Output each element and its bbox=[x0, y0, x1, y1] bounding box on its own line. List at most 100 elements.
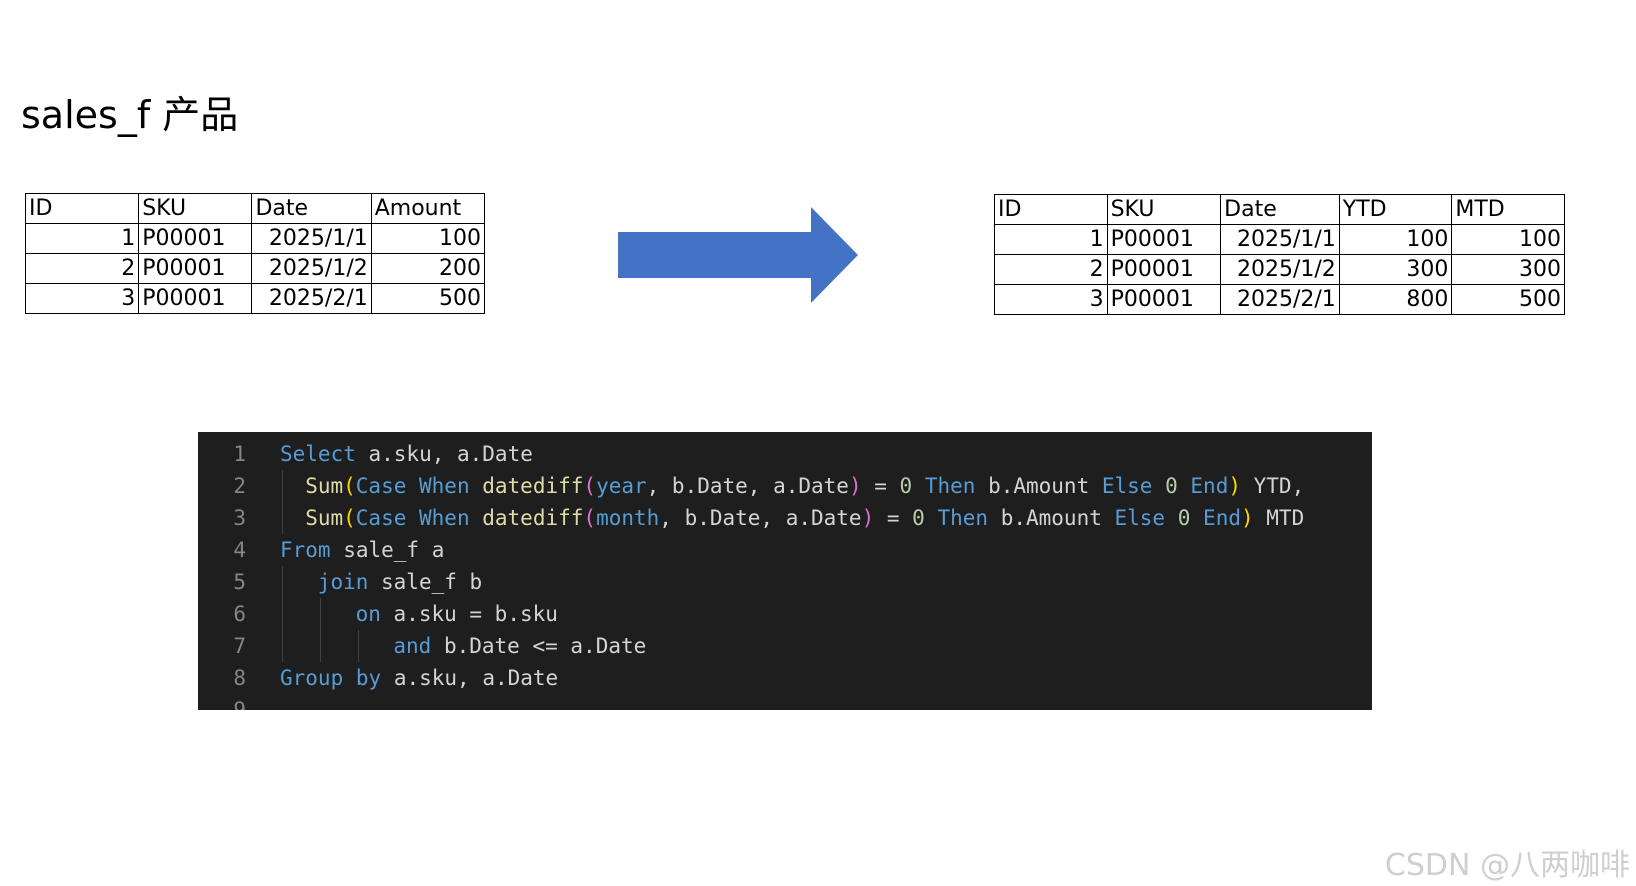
code-token bbox=[470, 474, 483, 498]
column-header: Date bbox=[251, 193, 372, 224]
indent-guide bbox=[282, 566, 283, 662]
table-cell: 100 bbox=[370, 223, 486, 254]
code-token: ) bbox=[861, 506, 875, 530]
code-token: ( bbox=[583, 474, 597, 498]
indent-guide bbox=[319, 598, 321, 662]
line-number: 7 bbox=[233, 634, 246, 658]
table-cell: 2025/1/1 bbox=[1220, 224, 1340, 255]
code-token: sale_f a bbox=[330, 538, 445, 562]
code-text: Group by a.sku, a.Date bbox=[280, 662, 558, 694]
code-token: ) bbox=[848, 474, 862, 498]
table-cell: 2 bbox=[994, 254, 1108, 285]
table-cell: P00001 bbox=[138, 283, 253, 314]
table-cell: 1 bbox=[24, 223, 140, 254]
code-token bbox=[1178, 474, 1191, 498]
code-line: 8 Group by a.sku, a.Date bbox=[198, 662, 1372, 694]
code-token: 0 bbox=[1177, 506, 1191, 530]
code-token: Sum bbox=[305, 474, 344, 498]
table-cell: 3 bbox=[24, 283, 140, 314]
code-token: 0 bbox=[912, 506, 925, 530]
table-cell: P00001 bbox=[138, 253, 253, 284]
line-number: 2 bbox=[233, 474, 246, 498]
code-text: From sale_f a bbox=[280, 534, 444, 566]
code-token: End bbox=[1203, 506, 1241, 530]
code-token: 0 bbox=[1165, 474, 1178, 498]
code-token: datediff bbox=[482, 506, 584, 530]
code-text: Select a.sku, a.Date bbox=[280, 438, 533, 470]
page-title: sales_f 产品 bbox=[21, 93, 239, 137]
column-header: ID bbox=[24, 193, 140, 224]
code-token: Case bbox=[355, 474, 407, 498]
code-token bbox=[912, 474, 925, 498]
table-cell: P00001 bbox=[1106, 254, 1222, 285]
table-cell: 2025/1/1 bbox=[251, 223, 372, 254]
code-token: Case bbox=[355, 506, 407, 530]
line-number: 9 bbox=[233, 698, 246, 710]
code-token: = bbox=[861, 474, 900, 498]
table-cell: 300 bbox=[1338, 254, 1453, 285]
table-cell: 100 bbox=[1338, 224, 1453, 255]
column-header: YTD bbox=[1338, 194, 1453, 225]
code-token bbox=[343, 666, 356, 690]
code-token: a.sku, a.Date bbox=[381, 666, 559, 690]
table-cell: 300 bbox=[1451, 254, 1565, 285]
code-token: YTD, bbox=[1241, 474, 1305, 498]
line-number: 3 bbox=[233, 506, 246, 530]
code-token: on bbox=[355, 602, 381, 626]
table-cell: 500 bbox=[1451, 284, 1565, 315]
code-text: Sum(Case When datediff(year, b.Date, a.D… bbox=[305, 470, 1304, 502]
code-text: join sale_f b bbox=[318, 566, 482, 598]
table-cell: P00001 bbox=[138, 223, 253, 254]
code-token: by bbox=[355, 666, 382, 690]
code-line: 4 From sale_f a bbox=[198, 534, 1372, 566]
table-cell: 200 bbox=[370, 253, 486, 284]
code-token: 0 bbox=[899, 474, 913, 498]
code-token: year bbox=[596, 474, 647, 498]
code-token: , b.Date, a.Date bbox=[659, 506, 862, 530]
table-cell: 2025/2/1 bbox=[251, 283, 372, 314]
line-number: 4 bbox=[233, 538, 246, 562]
code-token: Group bbox=[280, 666, 344, 690]
code-token: sale_f b bbox=[368, 570, 483, 594]
code-token: End bbox=[1190, 474, 1229, 498]
arrow-shape bbox=[618, 207, 858, 303]
right-arrow-icon bbox=[618, 207, 858, 303]
table-cell: 2025/2/1 bbox=[1220, 284, 1340, 315]
table-cell: 3 bbox=[994, 284, 1108, 315]
code-token: When bbox=[419, 474, 470, 498]
table-cell: 2 bbox=[24, 253, 140, 284]
code-line: 3 Sum(Case When datediff(month, b.Date, a… bbox=[198, 502, 1372, 534]
column-header: ID bbox=[994, 194, 1108, 225]
code-token: b.Amount bbox=[975, 474, 1102, 498]
indent-guide bbox=[357, 630, 359, 662]
code-token: Sum bbox=[305, 506, 344, 530]
table-cell: 100 bbox=[1451, 224, 1565, 255]
column-header: Date bbox=[1220, 194, 1340, 225]
column-header: SKU bbox=[138, 193, 253, 224]
watermark: CSDN @八两咖啡 bbox=[1384, 848, 1630, 883]
code-token: datediff bbox=[482, 474, 584, 498]
code-token: a.sku, a.Date bbox=[355, 442, 533, 466]
code-text: Sum(Case When datediff(month, b.Date, a.… bbox=[305, 502, 1304, 534]
code-token bbox=[406, 474, 419, 498]
code-token: b.Amount bbox=[988, 506, 1115, 530]
table-cell: 2025/1/2 bbox=[1220, 254, 1340, 285]
code-token bbox=[925, 506, 938, 530]
code-token: a.sku = b.sku bbox=[380, 602, 558, 626]
code-token: From bbox=[280, 538, 331, 562]
line-number: 8 bbox=[233, 666, 246, 690]
code-token: , b.Date, a.Date bbox=[646, 474, 849, 498]
table-cell: 1 bbox=[994, 224, 1108, 255]
